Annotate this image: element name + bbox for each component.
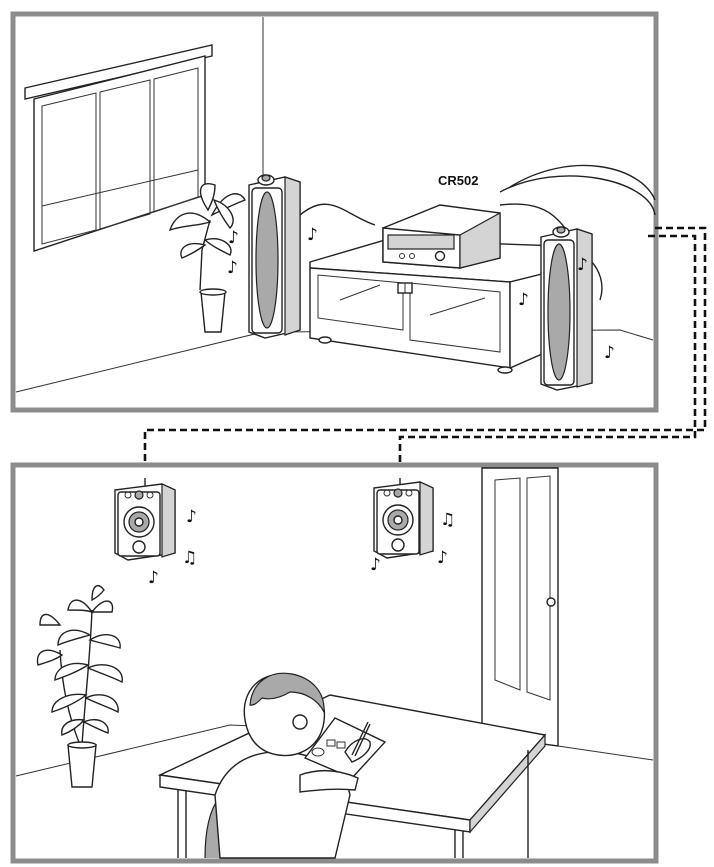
zone-link-right: [398, 234, 697, 478]
speaker-icon: [373, 478, 434, 559]
svg-text:♪: ♪: [370, 555, 381, 575]
svg-text:♪: ♪: [186, 507, 197, 527]
svg-text:♪: ♪: [604, 343, 615, 363]
model-label: CR502: [438, 173, 478, 188]
cable-right: [499, 203, 566, 229]
plant-icon: [168, 183, 246, 333]
svg-text:♪: ♪: [307, 225, 318, 245]
window: [24, 44, 213, 252]
music-note-icon: ♪ ♪ ♪ ♪ ♪ ♪: [227, 225, 615, 363]
svg-text:♫: ♫: [182, 548, 197, 568]
door: [481, 467, 654, 761]
speaker-icon: [114, 478, 176, 561]
zone-link-left: [143, 226, 707, 478]
plant-icon: [36, 585, 123, 788]
svg-text:♪: ♪: [577, 255, 588, 275]
svg-text:♪: ♪: [518, 290, 529, 310]
svg-text:♪: ♪: [228, 228, 239, 248]
svg-text:♪: ♪: [437, 548, 448, 568]
room-main: CR502 ♪ ♪ ♪ ♪ ♪ ♪: [10, 11, 659, 413]
person: [204, 672, 387, 859]
svg-text:♪: ♪: [227, 258, 238, 278]
floor-speaker-right: [540, 226, 593, 391]
svg-text:♫: ♫: [440, 510, 455, 530]
receiver-unit: [382, 204, 501, 269]
music-note-icon: ♪ ♫ ♪ ♫ ♪ ♪: [148, 507, 455, 588]
floor-speaker-left: [248, 174, 301, 339]
cable-left: [299, 203, 376, 226]
svg-text:♪: ♪: [148, 568, 159, 588]
cable-back-2: [509, 164, 656, 201]
cable-back-1: [499, 175, 656, 216]
room-second: ♪ ♫ ♪ ♫ ♪ ♪: [10, 462, 659, 864]
